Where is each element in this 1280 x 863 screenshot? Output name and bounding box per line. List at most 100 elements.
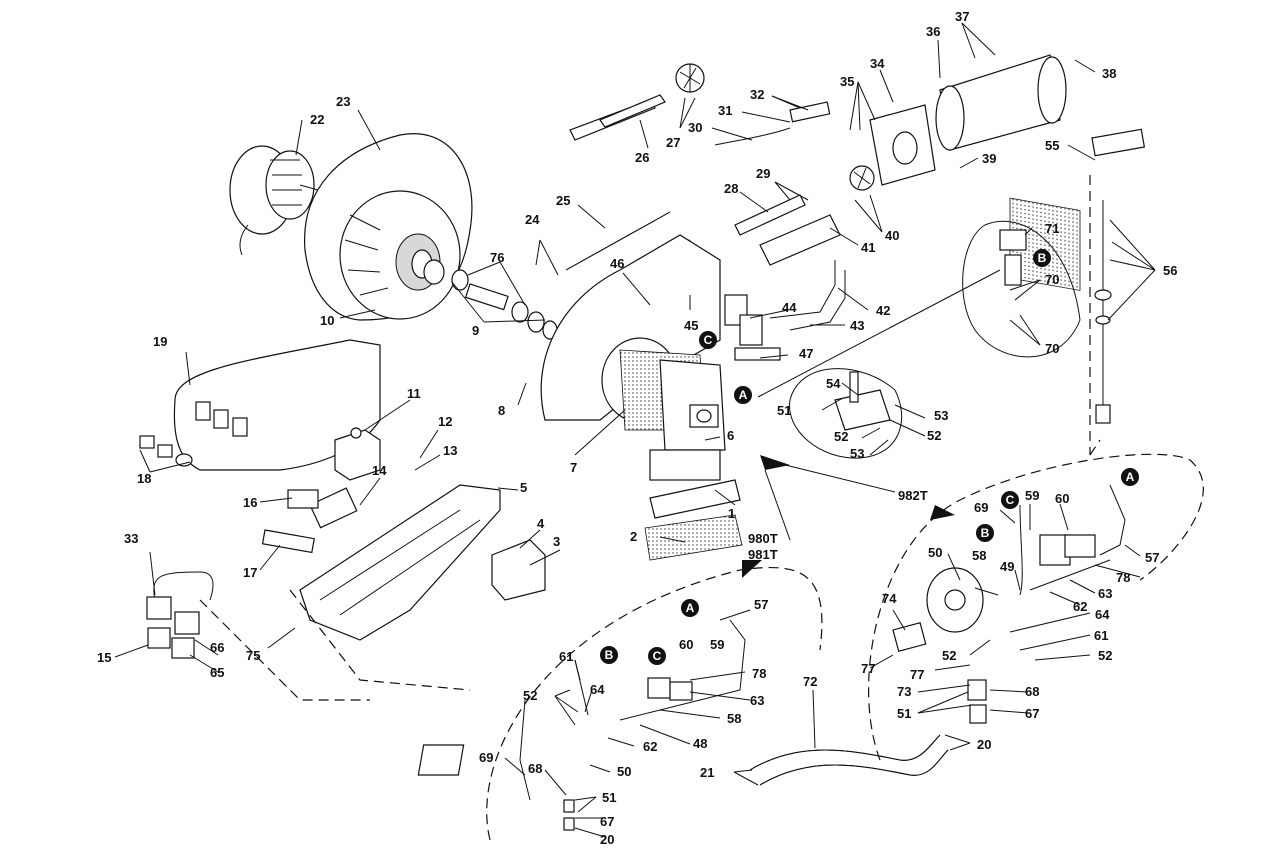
ref-badge-a: A <box>734 386 752 404</box>
blast-tube-part <box>869 54 1081 291</box>
motor-part <box>229 145 319 256</box>
part-label: 70 <box>1045 272 1059 287</box>
coupling-part <box>423 259 558 340</box>
part-label: 50 <box>617 764 631 779</box>
part-label: 52 <box>942 648 956 663</box>
part-label: 53 <box>934 408 948 423</box>
part-label: 1 <box>728 506 735 521</box>
part-label: 62 <box>643 739 657 754</box>
part-label: 10 <box>320 313 334 328</box>
control-box-part <box>334 427 381 481</box>
part-label: 75 <box>246 648 260 663</box>
part-label: 13 <box>443 443 457 458</box>
bracket-part <box>491 539 546 601</box>
part-label: 41 <box>861 240 875 255</box>
part-label: 71 <box>1045 221 1059 236</box>
damper-part <box>644 479 743 561</box>
part-label: 52 <box>523 688 537 703</box>
ref-badge-b: B <box>600 646 618 664</box>
part-label: 5 <box>520 480 527 495</box>
part-label: 73 <box>897 684 911 699</box>
part-label: 19 <box>153 334 167 349</box>
part-label: 48 <box>693 736 707 751</box>
ref-badge-b: B <box>976 524 994 542</box>
part-label: 3 <box>553 534 560 549</box>
part-label: 26 <box>635 150 649 165</box>
part-label: 20 <box>600 832 614 847</box>
model-arrows <box>742 455 955 578</box>
part-label: 53 <box>850 446 864 461</box>
part-label: 52 <box>1098 648 1112 663</box>
part-label: 74 <box>882 591 897 606</box>
leader-lines <box>114 22 1156 838</box>
part-label: 52 <box>834 429 848 444</box>
part-label: 32 <box>750 87 764 102</box>
part-label: 11 <box>407 386 421 401</box>
part-label: 38 <box>1102 66 1116 81</box>
burner-body-part <box>540 234 726 481</box>
part-label: 18 <box>137 471 151 486</box>
part-label: 55 <box>1045 138 1059 153</box>
part-label: 16 <box>243 495 257 510</box>
svg-text:B: B <box>981 526 990 540</box>
part-label: 59 <box>1025 488 1039 503</box>
detail-callouts <box>789 220 1081 459</box>
base-plate-part <box>299 484 501 641</box>
part-label: 23 <box>336 94 350 109</box>
valve-assembly-part <box>1091 128 1146 424</box>
part-label: 62 <box>1073 599 1087 614</box>
assembly-boundaries <box>199 175 1204 841</box>
svg-text:C: C <box>1006 493 1015 507</box>
part-label: 8 <box>498 403 505 418</box>
part-label: 7 <box>570 460 577 475</box>
part-label: 9 <box>472 323 479 338</box>
part-label: 37 <box>955 9 969 24</box>
part-label: 54 <box>826 376 841 391</box>
part-label: 65 <box>210 665 224 680</box>
part-label: 36 <box>926 24 940 39</box>
part-label: 22 <box>310 112 324 127</box>
part-label: 58 <box>972 548 986 563</box>
part-label: 57 <box>1145 550 1159 565</box>
part-label: 56 <box>1163 263 1177 278</box>
part-label: 67 <box>600 814 614 829</box>
part-label: 47 <box>799 346 813 361</box>
part-label: 21 <box>700 765 714 780</box>
part-label: 60 <box>679 637 693 652</box>
plug-part <box>146 571 214 659</box>
part-label: 31 <box>718 103 732 118</box>
part-label: 33 <box>124 531 138 546</box>
part-label: 67 <box>1025 706 1039 721</box>
part-label: 63 <box>1098 586 1112 601</box>
part-label: 51 <box>777 403 791 418</box>
part-label: 70 <box>1045 341 1059 356</box>
part-label: 27 <box>666 135 680 150</box>
svg-text:A: A <box>1126 470 1135 484</box>
part-label: 6 <box>727 428 734 443</box>
part-label: 61 <box>1094 628 1108 643</box>
fan-housing-part <box>304 133 473 321</box>
ref-badge-b: B <box>1033 249 1051 267</box>
part-label: 12 <box>438 414 452 429</box>
cover-part <box>139 339 381 471</box>
part-label: 66 <box>210 640 224 655</box>
part-label: 57 <box>754 597 768 612</box>
part-label: 64 <box>1095 607 1110 622</box>
part-label: 61 <box>559 649 573 664</box>
ref-badge-a: A <box>1121 468 1139 486</box>
part-label: 64 <box>590 682 605 697</box>
part-label: 51 <box>602 790 616 805</box>
model-label-981t: 981T <box>748 547 778 562</box>
solenoid-valve-part <box>724 294 781 361</box>
part-label: 29 <box>756 166 770 181</box>
model-label-982t: 982T <box>898 488 928 503</box>
part-label: 30 <box>688 120 702 135</box>
part-label: 77 <box>861 661 875 676</box>
part-label: 39 <box>982 151 996 166</box>
part-label: 52 <box>927 428 941 443</box>
part-number-labels: 1 2 3 4 5 6 7 8 9 10 11 12 13 14 15 16 1… <box>97 9 1177 847</box>
part-label: 69 <box>479 750 493 765</box>
model-label-980t: 980T <box>748 531 778 546</box>
part-label: 68 <box>1025 684 1039 699</box>
